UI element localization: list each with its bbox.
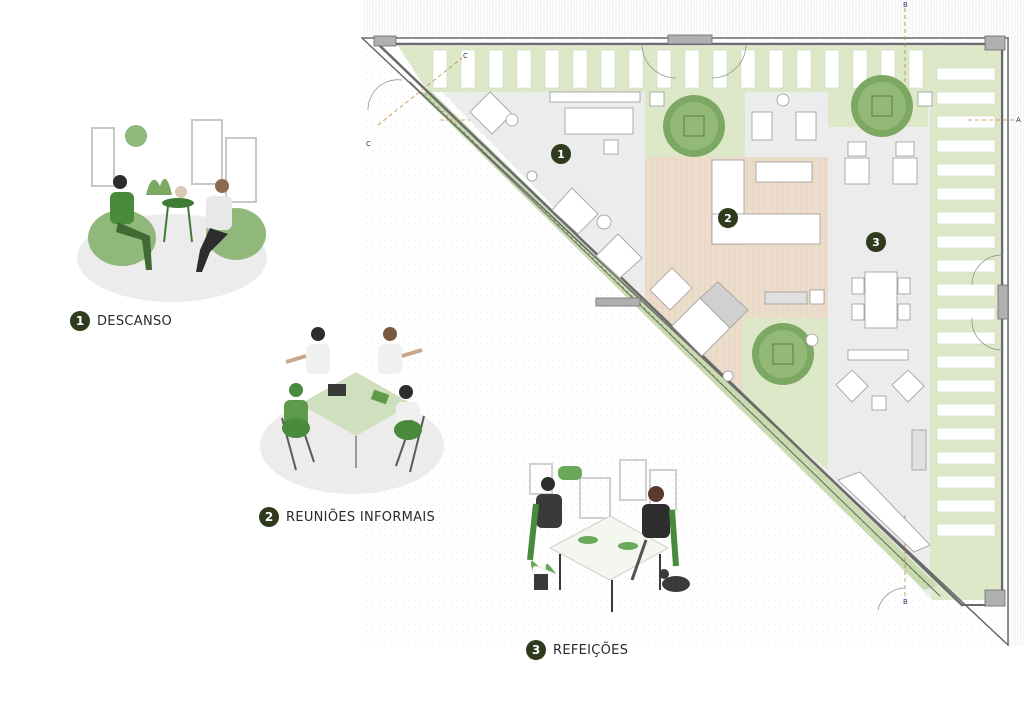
columns xyxy=(373,34,1009,607)
legend-item-meetings: 2 REUNIÕES INFORMAIS xyxy=(259,507,435,527)
plan-marker-2-label: 2 xyxy=(724,212,732,225)
plan-marker-1 xyxy=(551,144,571,164)
section-mark-c-bottom: C xyxy=(366,140,371,148)
plan-marker-3 xyxy=(866,232,886,252)
legend-number-3: 3 xyxy=(526,640,546,660)
plan-marker-3-label: 3 xyxy=(872,236,880,249)
dining-furniture xyxy=(835,91,933,553)
tree-icon xyxy=(663,95,725,157)
section-mark-c-top: C xyxy=(463,52,468,60)
section-mark-b-top: B xyxy=(903,1,908,9)
section-mark-a: A xyxy=(1016,116,1021,124)
legend-item-rest: 1 DESCANSO xyxy=(70,311,172,331)
section-lines xyxy=(377,8,1018,598)
legend-number-2: 2 xyxy=(259,507,279,527)
lounge-furniture xyxy=(469,91,643,279)
meal-illustration xyxy=(527,459,690,612)
meeting-furniture xyxy=(649,91,825,382)
doors xyxy=(367,43,1003,611)
top-strip xyxy=(362,0,1024,36)
parking-stripes-top xyxy=(432,49,924,89)
legend-label-meals: REFEIÇÕES xyxy=(553,642,629,658)
legend-label-meetings: REUNIÕES INFORMAIS xyxy=(286,509,436,525)
plan-marker-2 xyxy=(718,208,738,228)
legend-number-1: 1 xyxy=(70,311,90,331)
legend-label-rest: DESCANSO xyxy=(97,313,173,329)
plan-marker-1-label: 1 xyxy=(557,148,565,161)
legend-item-meals: 3 REFEIÇÕES xyxy=(526,640,628,660)
tree-icon xyxy=(851,75,913,137)
right-strip xyxy=(1008,36,1024,646)
meeting-illustration xyxy=(260,327,444,494)
rest-illustration xyxy=(77,119,267,302)
section-mark-b-bottom: B xyxy=(903,598,908,606)
tree-icon xyxy=(752,323,814,385)
parking-stripes-right xyxy=(936,67,996,537)
